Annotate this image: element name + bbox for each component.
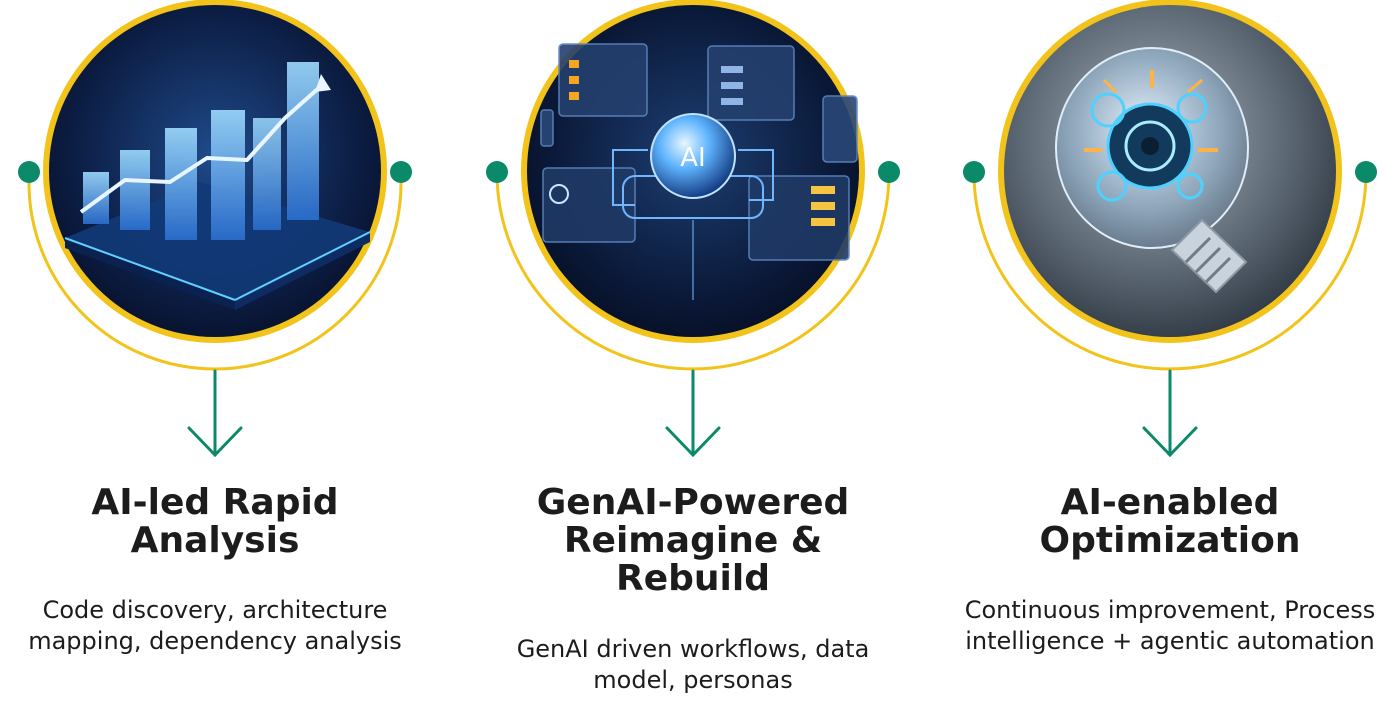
- step-3-right-node: [1355, 161, 1377, 183]
- step-2-description: GenAI driven workflows, data model, pers…: [516, 635, 870, 694]
- step-1: AI-led Rapid Analysis Code discovery, ar…: [0, 0, 445, 704]
- step-3-description: Continuous improvement, Process intellig…: [964, 596, 1376, 655]
- step-2-graphic: AI: [486, 0, 900, 458]
- step-2-ai-label: AI: [680, 143, 705, 173]
- step-1-image-detail: [64, 62, 371, 310]
- step-1-graphic: [18, 0, 412, 458]
- step-1-left-node: [18, 161, 40, 183]
- step-3-down-arrow: [1142, 369, 1198, 458]
- step-1-description: Code discovery, architecture mapping, de…: [28, 596, 402, 655]
- step-1-right-node: [390, 161, 412, 183]
- step-2-down-arrow: [665, 369, 721, 458]
- step-2-image-detail: AI: [540, 43, 858, 300]
- step-3-title: AI-enabled Optimization: [1039, 482, 1301, 561]
- step-3-visual: [940, 0, 1386, 470]
- step-2-arc: [495, 172, 891, 371]
- step-2-left-node: [486, 161, 508, 183]
- step-2-title: GenAI-Powered Reimagine & Rebuild: [536, 482, 850, 599]
- step-3-arc: [972, 172, 1368, 371]
- step-2-right-node: [878, 161, 900, 183]
- step-1-visual: [0, 0, 445, 470]
- step-2-visual: AI: [463, 0, 923, 470]
- step-2: AI GenAI-Powered Reimagine & Rebuild Gen…: [463, 0, 923, 704]
- step-3-left-node: [963, 161, 985, 183]
- step-3-graphic: [963, 0, 1377, 458]
- step-1-arc: [27, 182, 403, 371]
- step-3-image-detail: [1055, 47, 1249, 294]
- step-3: AI-enabled Optimization Continuous impro…: [940, 0, 1386, 704]
- step-1-title: AI-led Rapid Analysis: [91, 482, 339, 561]
- step-1-down-arrow: [187, 369, 243, 458]
